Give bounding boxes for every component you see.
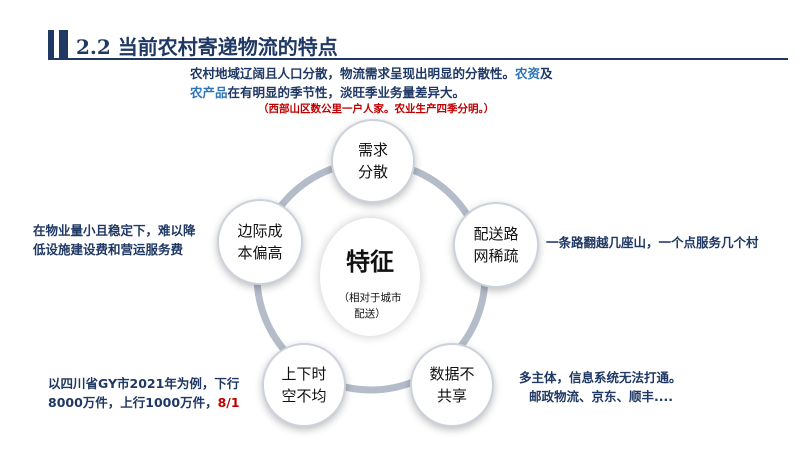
node-label: 数据不 (429, 365, 475, 383)
bottom-left-line1: 以四川省GY市2021年为例，下行 (48, 376, 240, 391)
node-label: 本偏高 (237, 244, 283, 262)
top-note-tail: 及 (540, 66, 553, 81)
top-note-sub: （西部山区数公里一户人家。农业生产四季分明。） (258, 103, 495, 115)
top-note-text2: 在有明显的季节性，淡旺季业务量差异大。 (227, 85, 466, 100)
center-sub-line2: 配送） (354, 308, 386, 320)
node-label: 需求 (357, 141, 388, 159)
bottom-left-text: 8000万件，上行1000万件， (48, 395, 218, 410)
title-marker (59, 30, 68, 58)
top-note-line1: 农村地域辽阔且人口分散，物流需求呈现出明显的分散性。农资及 (190, 64, 553, 83)
bottom-right-note: 多主体，信息系统无法打通。 邮政物流、京东、顺丰.... (519, 368, 682, 406)
bottom-right-line2: 邮政物流、京东、顺丰.... (529, 389, 673, 404)
ratio-text: 8/1 (217, 395, 240, 410)
left-note: 在物业量小且稳定下，难以降 低设施建设费和营运服务费 (33, 221, 196, 259)
node-label: 网稀疏 (473, 247, 519, 265)
node-label: 配送路 (473, 225, 519, 243)
node-data-not-shared: 数据不共享 (410, 343, 494, 427)
top-note: 农村地域辽阔且人口分散，物流需求呈现出明显的分散性。农资及 农产品在有明显的季节… (190, 64, 553, 102)
node-label: 共享 (436, 387, 467, 405)
node-imbalance: 上下时空不均 (262, 343, 346, 427)
page-title: 2.2 当前农村寄递物流的特点 (76, 35, 338, 59)
right-note: 一条路翻越几座山，一个点服务几个村 (546, 235, 759, 250)
node-label: 上下时 (281, 365, 327, 383)
node-demand-dispersed: 需求分散 (331, 119, 415, 203)
center-label: 特征 (346, 248, 394, 276)
node-label: 边际成 (237, 222, 283, 240)
node-label: 分散 (357, 163, 388, 181)
top-note-text: 农村地域辽阔且人口分散，物流需求呈现出明显的分散性。 (190, 66, 516, 81)
title-underline (48, 58, 788, 60)
node-label: 空不均 (281, 387, 327, 405)
center-sub: （相对于城市 配送） (320, 290, 420, 322)
top-note-line2: 农产品在有明显的季节性，淡旺季业务量差异大。 (190, 83, 553, 102)
node-sparse-network: 配送路网稀疏 (453, 202, 539, 288)
title-marker (48, 30, 54, 58)
node-marginal-cost: 边际成本偏高 (217, 199, 303, 285)
left-note-line1: 在物业量小且稳定下，难以降 (33, 223, 196, 238)
highlight-agri-products: 农产品 (190, 85, 228, 100)
center-sub-line1: （相对于城市 (338, 292, 402, 304)
bottom-right-line1: 多主体，信息系统无法打通。 (519, 370, 682, 385)
bottom-left-note: 以四川省GY市2021年为例，下行 8000万件，上行1000万件，8/1 (48, 374, 240, 412)
left-note-line2: 低设施建设费和营运服务费 (33, 242, 184, 257)
bottom-left-line2: 8000万件，上行1000万件，8/1 (48, 393, 240, 412)
title-bar: 2.2 当前农村寄递物流的特点 (48, 30, 788, 60)
highlight-agri-supplies: 农资 (515, 66, 541, 81)
center-circle: 特征 （相对于城市 配送） (320, 218, 420, 336)
